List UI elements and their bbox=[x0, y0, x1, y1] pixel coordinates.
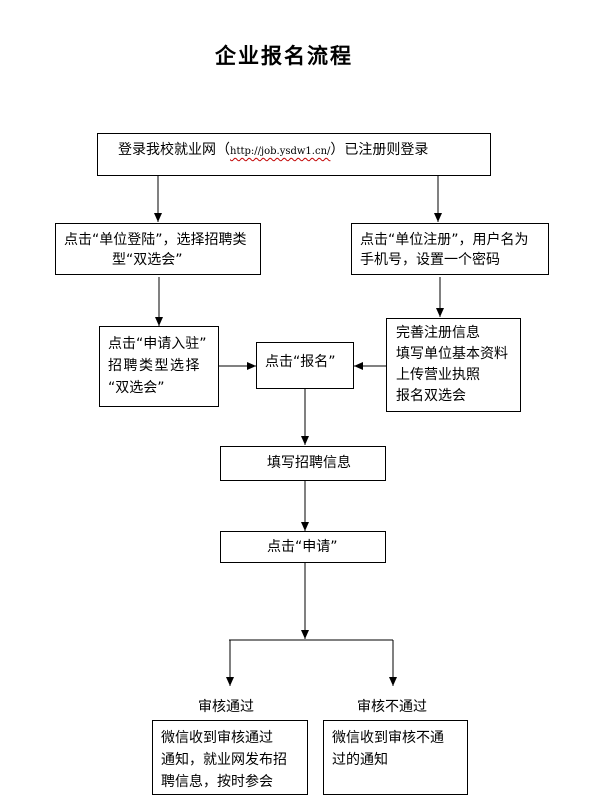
apply-entry-node: 点击“申请入驻” 招聘类型选择 “双选会” bbox=[99, 326, 219, 407]
fill-recruit-line-1: 填写招聘信息 bbox=[267, 455, 351, 471]
rejected-result-node: 微信收到审核不通 过的通知 bbox=[323, 720, 468, 795]
complete-info-line-2: 填写单位基本资料 bbox=[396, 346, 508, 362]
apply-entry-line-3: “双选会” bbox=[108, 380, 165, 396]
apply-node: 点击“申请” bbox=[220, 531, 386, 563]
complete-info-line-3: 上传营业执照 bbox=[396, 367, 480, 383]
rejected-result-line-2: 过的通知 bbox=[332, 752, 388, 768]
approved-result-node: 微信收到审核通过 通知，就业网发布招 聘信息，按时参会 bbox=[152, 720, 308, 795]
website-link[interactable]: http://job.ysdw1.cn/ bbox=[230, 146, 331, 157]
login-prefix: 登录我校就业网（ bbox=[118, 142, 230, 158]
complete-info-node: 完善注册信息 填写单位基本资料 上传营业执照 报名双选会 bbox=[386, 318, 521, 412]
unit-register-line-1: 点击“单位注册”，用户名为 bbox=[360, 232, 529, 248]
login-suffix: ）已注册则登录 bbox=[330, 142, 429, 158]
apply-line-1: 点击“申请” bbox=[267, 539, 338, 555]
approved-result-line-1: 微信收到审核通过 bbox=[161, 730, 273, 746]
unit-login-line-1: 点击“单位登陆”，选择招聘类 bbox=[64, 232, 247, 248]
signup-line-1: 点击“报名” bbox=[265, 354, 336, 370]
approved-result-line-3: 聘信息，按时参会 bbox=[161, 774, 273, 790]
fill-recruit-node: 填写招聘信息 bbox=[220, 446, 386, 481]
unit-register-line-2: 手机号，设置一个密码 bbox=[360, 252, 500, 268]
approved-label: 审核通过 bbox=[198, 699, 254, 715]
unit-register-node: 点击“单位注册”，用户名为 手机号，设置一个密码 bbox=[351, 223, 549, 275]
complete-info-line-1: 完善注册信息 bbox=[396, 325, 480, 341]
signup-node: 点击“报名” bbox=[256, 342, 354, 389]
complete-info-line-4: 报名双选会 bbox=[396, 388, 466, 404]
apply-entry-line-2: 招聘类型选择 bbox=[108, 358, 201, 374]
apply-entry-line-1: 点击“申请入驻” bbox=[108, 336, 207, 352]
rejected-result-line-1: 微信收到审核不通 bbox=[332, 730, 444, 746]
page-title: 企业报名流程 bbox=[215, 43, 353, 68]
unit-login-node: 点击“单位登陆”，选择招聘类 型“双选会” bbox=[55, 223, 261, 275]
unit-login-line-2: 型“双选会” bbox=[112, 252, 183, 268]
rejected-label: 审核不通过 bbox=[357, 699, 427, 715]
approved-result-line-2: 通知，就业网发布招 bbox=[161, 752, 287, 768]
login-node: 登录我校就业网（http://job.ysdw1.cn/）已注册则登录 bbox=[97, 133, 491, 176]
